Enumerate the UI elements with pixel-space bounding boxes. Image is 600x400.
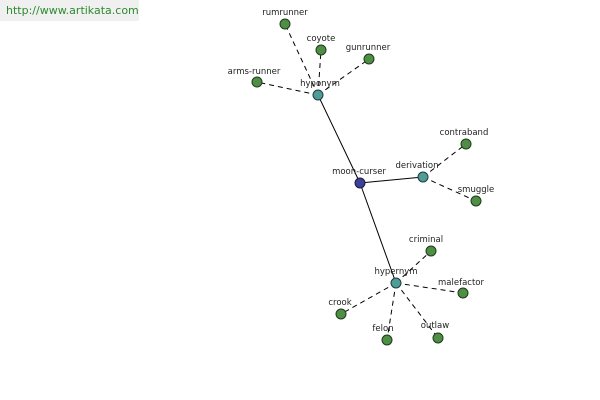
edge-center-hyponym: [317, 94, 361, 184]
node-word-contraband[interactable]: [460, 138, 472, 150]
node-relation-derivation[interactable]: [417, 171, 429, 183]
label-relation-hypernym[interactable]: hypernym: [374, 267, 417, 277]
label-word-outlaw[interactable]: outlaw: [421, 321, 449, 331]
node-word-gunrunner[interactable]: [363, 53, 375, 65]
labels: moon-curser hyponym rumrunner coyote gunrunn…: [228, 8, 495, 334]
node-word-coyote[interactable]: [315, 44, 327, 56]
node-center[interactable]: [354, 177, 366, 189]
edge-hyponym-coyote: [317, 49, 322, 96]
node-word-criminal[interactable]: [425, 245, 437, 257]
edge-derivation-contraband: [422, 143, 467, 178]
node-relation-hypernym[interactable]: [390, 277, 402, 289]
edge-hypernym-crook: [340, 282, 397, 315]
node-word-arms-runner[interactable]: [251, 76, 263, 88]
edge-hyponym-gunrunner: [317, 58, 370, 96]
edge-hypernym-felon: [386, 282, 397, 341]
label-word-felon[interactable]: felon: [372, 324, 393, 334]
node-relation-hyponym[interactable]: [312, 89, 324, 101]
edge-hypernym-outlaw: [395, 282, 439, 339]
edges: [256, 23, 477, 341]
edge-derivation-smuggle: [422, 176, 477, 202]
node-word-felon[interactable]: [381, 334, 393, 346]
label-word-gunrunner[interactable]: gunrunner: [346, 43, 391, 53]
edge-hyponym-arms-runner: [256, 81, 319, 96]
node-word-outlaw[interactable]: [432, 332, 444, 344]
label-word-rumrunner[interactable]: rumrunner: [262, 8, 308, 18]
edge-hypernym-criminal: [395, 250, 432, 284]
label-relation-derivation[interactable]: derivation: [395, 161, 438, 171]
label-word-contraband[interactable]: contraband: [440, 128, 489, 138]
label-word-malefactor[interactable]: malefactor: [438, 278, 484, 288]
label-word-criminal[interactable]: criminal: [409, 235, 443, 245]
edge-center-derivation: [359, 176, 424, 184]
label-word-coyote[interactable]: coyote: [307, 34, 336, 44]
edge-hyponym-rumrunner: [284, 23, 319, 96]
node-word-crook[interactable]: [335, 308, 347, 320]
label-word-arms-runner[interactable]: arms-runner: [228, 67, 281, 77]
node-word-rumrunner[interactable]: [279, 18, 291, 30]
node-word-smuggle[interactable]: [470, 195, 482, 207]
label-word-crook[interactable]: crook: [328, 298, 351, 308]
source-url[interactable]: http://www.artikata.com: [0, 0, 139, 21]
label-relation-hyponym[interactable]: hyponym: [300, 79, 340, 89]
edge-center-hypernym: [359, 182, 397, 284]
label-center[interactable]: moon-curser: [332, 167, 386, 177]
edge-hypernym-malefactor: [395, 282, 464, 294]
nodes: [251, 18, 482, 346]
node-word-malefactor[interactable]: [457, 287, 469, 299]
label-word-smuggle[interactable]: smuggle: [458, 185, 494, 195]
